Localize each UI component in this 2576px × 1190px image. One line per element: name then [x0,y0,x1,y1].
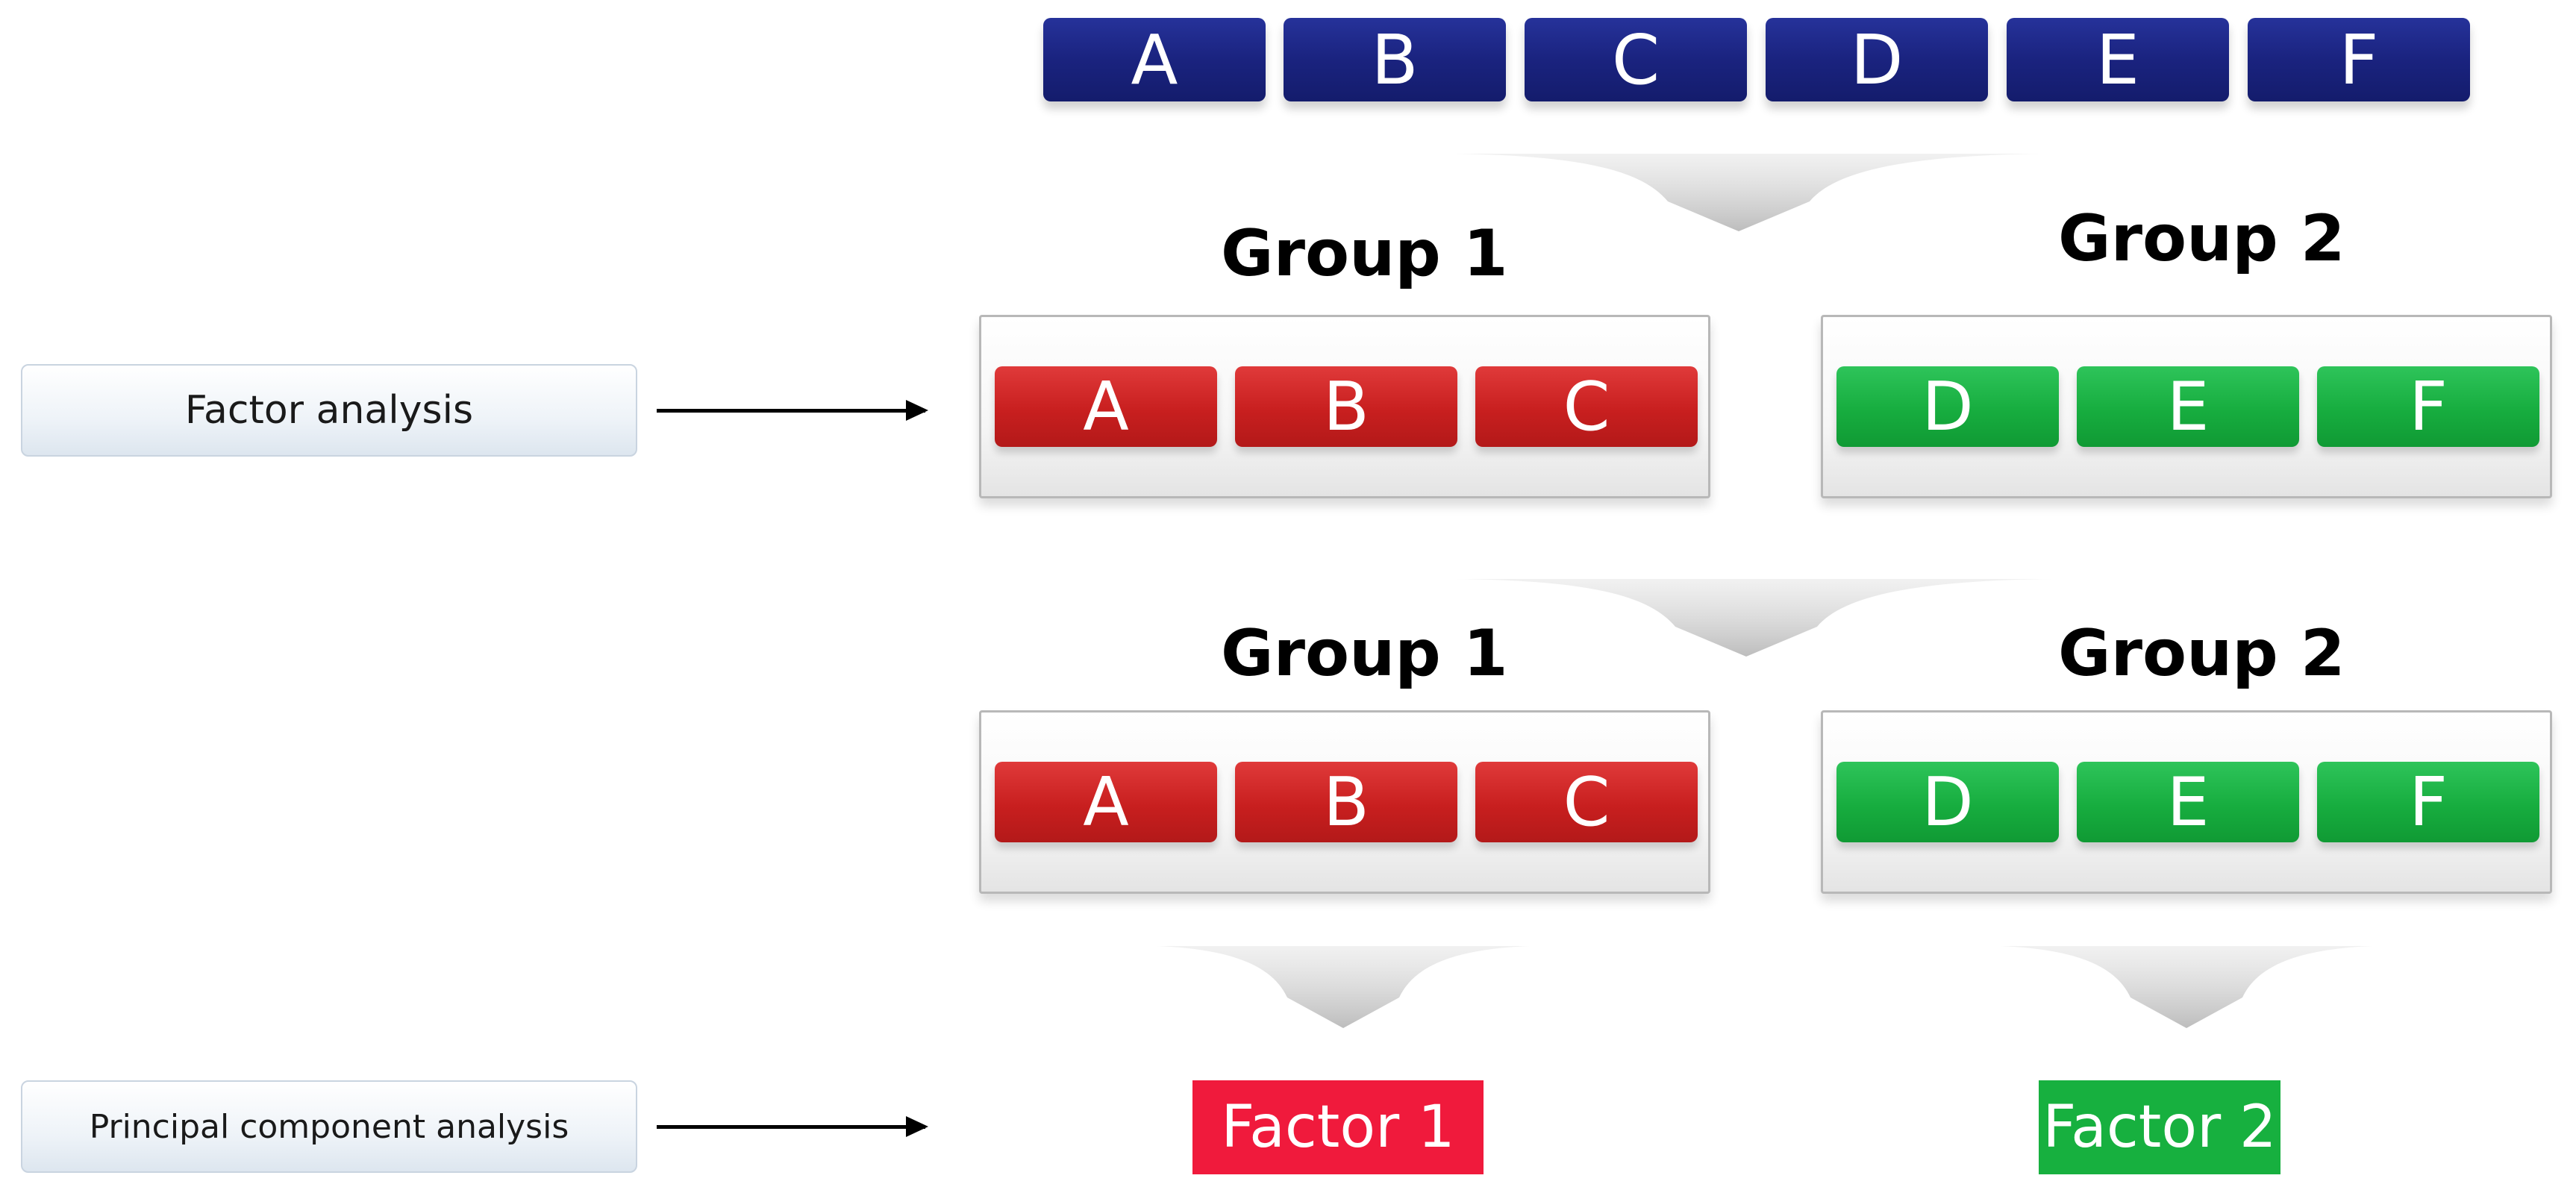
stage2-group1-item-a: A [995,762,1217,842]
stage2-group2-item-f: F [2317,762,2539,842]
stage2-group1-item-b: B [1235,762,1457,842]
stage1-group2-item-d: D [1836,366,2059,447]
stage2-group2-item-d: D [1836,762,2059,842]
stage2-group2-panel: D E F [1821,710,2552,894]
stage2-group1-panel: A B C [979,710,1710,894]
stage1-group1-title: Group 1 [1221,216,1508,291]
stage1-group1-item-b: B [1235,366,1457,447]
stage2-group1-title: Group 1 [1221,616,1508,691]
factor-2-box: Factor 2 [2039,1080,2280,1174]
stage1-group1-item-c: C [1475,366,1698,447]
funnel-arrow-icon [1455,579,2052,657]
funnel-arrow-icon [2000,946,2373,1028]
funnel-arrow-icon [1448,154,2045,231]
stage1-group2-item-f: F [2317,366,2539,447]
factor-analysis-label: Factor analysis [21,364,637,457]
factor-analysis-arrow-icon [657,400,928,421]
stage1-group1-panel: A B C [979,315,1710,498]
variable-a: A [1043,18,1266,101]
stage1-group2-title: Group 2 [2058,201,2345,276]
stage2-group2-title: Group 2 [2058,616,2345,691]
funnel-arrow-icon [1157,946,1530,1028]
variable-f: F [2248,18,2470,101]
variable-d: D [1766,18,1988,101]
pca-arrow-icon [657,1116,928,1137]
stage2-group1-item-c: C [1475,762,1698,842]
variable-e: E [2007,18,2229,101]
stage1-group2-item-e: E [2077,366,2299,447]
factor-1-box: Factor 1 [1192,1080,1484,1174]
stage1-group1-item-a: A [995,366,1217,447]
stage1-group2-panel: D E F [1821,315,2552,498]
variable-b: B [1284,18,1506,101]
stage2-group2-item-e: E [2077,762,2299,842]
pca-label: Principal component analysis [21,1080,637,1173]
variable-c: C [1525,18,1747,101]
